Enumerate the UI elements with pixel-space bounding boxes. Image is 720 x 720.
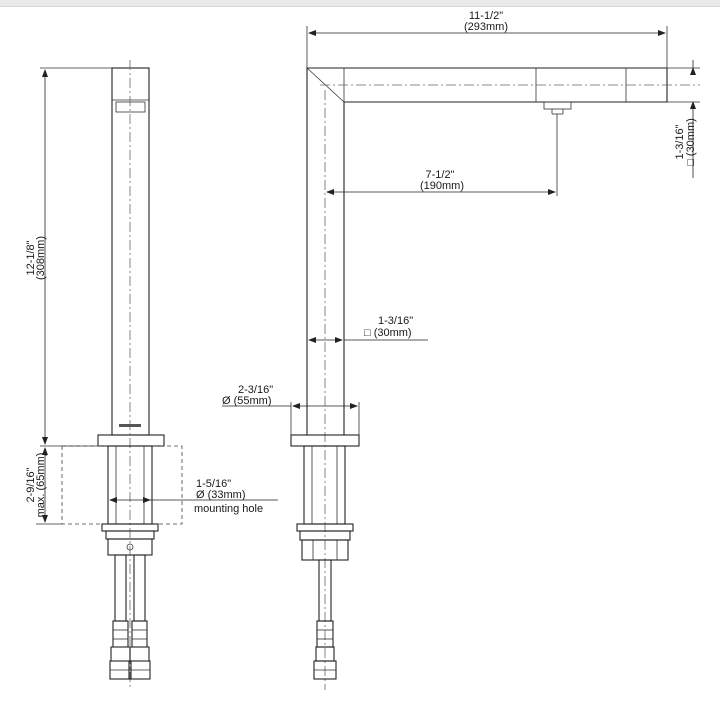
dim-mounting-hole: 1-5/16" Ø (33mm) mounting hole (109, 478, 278, 515)
dim-mounting-imperial: 1-5/16" (196, 478, 231, 490)
front-mounting-nut (107, 538, 153, 556)
side-aerator (543, 101, 572, 110)
dim-width-imperial: 11-1/2" (469, 10, 503, 22)
dim-deck-thickness: 2-9/16" max. (65mm) (25, 447, 62, 525)
dim-width-metric: (293mm) (464, 21, 508, 33)
dim-deck-metric: max. (65mm) (35, 453, 47, 518)
dim-height: 12-1/8" (308mm) (25, 67, 112, 447)
front-hose-right (133, 554, 146, 622)
dim-body-section: 1-3/16" □ (30mm) (308, 315, 428, 343)
dim-spout-section-metric: □ (30mm) (685, 118, 697, 166)
dim-reach-metric: (190mm) (420, 180, 464, 192)
front-view (61, 60, 183, 690)
side-body-outline (306, 67, 668, 436)
dim-reach-imperial: 7-1/2" (426, 169, 455, 181)
window-top-bar (0, 0, 720, 7)
dim-mounting-metric: Ø (33mm) (196, 489, 246, 501)
dim-body-section-imperial: 1-3/16" (378, 315, 413, 327)
dim-height-imperial: 12-1/8" (25, 240, 37, 275)
side-view (290, 67, 700, 690)
front-base-escutcheon (97, 434, 165, 447)
dim-spout-reach: 7-1/2" (190mm) (326, 114, 558, 196)
dim-width-total: 11-1/2" (293mm) (306, 10, 668, 68)
dim-base-metric: Ø (55mm) (222, 395, 272, 407)
dim-base-diameter: 2-3/16" Ø (55mm) (222, 384, 360, 435)
front-deck-outline (61, 445, 183, 525)
dim-deck-imperial: 2-9/16" (25, 467, 37, 502)
brand-logo-mark (119, 424, 141, 427)
dim-spout-section-imperial: 1-3/16" (674, 124, 686, 159)
dim-body-section-metric: □ (30mm) (364, 327, 412, 339)
front-hose-left (114, 554, 127, 622)
dim-base-imperial: 2-3/16" (238, 384, 273, 396)
front-aerator (115, 101, 146, 113)
dim-mounting-label: mounting hole (194, 503, 263, 515)
front-body-column (111, 67, 150, 436)
dim-height-metric: (308mm) (35, 236, 47, 280)
dim-spout-section: 1-3/16" □ (30mm) (667, 60, 700, 178)
